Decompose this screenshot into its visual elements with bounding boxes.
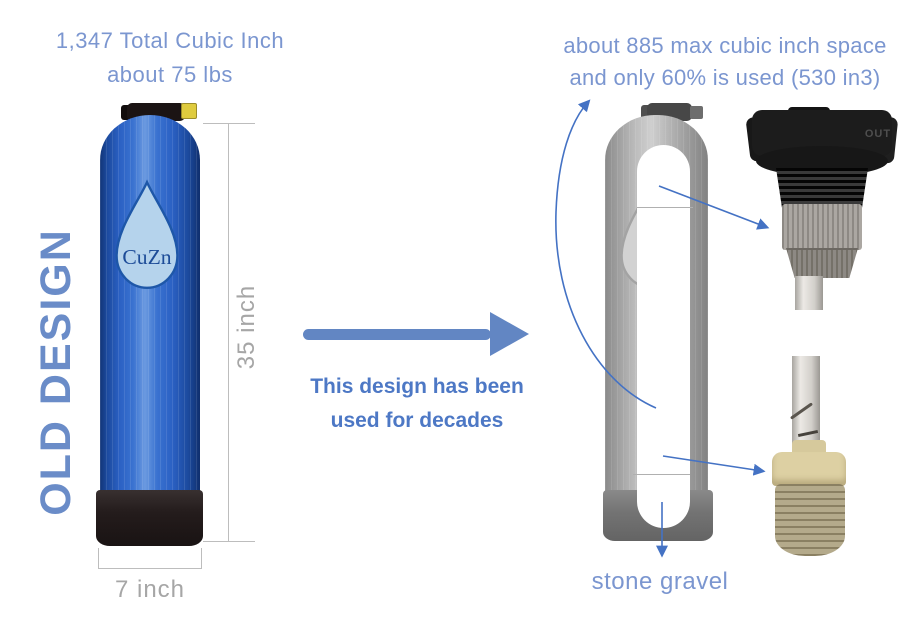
- capacity-stats: 1,347 Total Cubic Inch about 75 lbs: [50, 24, 290, 92]
- height-dimension-tick-top: [203, 123, 255, 124]
- height-dimension-line: [228, 123, 229, 541]
- lower-basket-collar: [772, 452, 846, 486]
- blue-tank-body: [100, 115, 200, 495]
- width-dimension-line: [98, 568, 202, 569]
- width-dimension-tick-right: [201, 548, 202, 569]
- heading-line1: about 885 max cubic inch space: [563, 33, 887, 58]
- stats-line2: about 75 lbs: [107, 62, 233, 87]
- cuzn-logo-text: CuZn: [122, 245, 171, 269]
- tank-interior-cutout: [637, 145, 690, 528]
- blue-tank-base: [96, 490, 203, 546]
- stone-gravel-label: stone gravel: [591, 568, 729, 595]
- caption-line2: used for decades: [330, 409, 504, 432]
- width-dimension-label: 7 inch: [114, 576, 186, 603]
- height-dimension-tick-bottom: [203, 541, 255, 542]
- tank-valve-knob-icon: [121, 105, 131, 120]
- valve-out-label: OUT: [864, 128, 892, 140]
- upper-basket-taper: [786, 248, 858, 278]
- stats-line1: 1,347 Total Cubic Inch: [55, 28, 285, 53]
- width-dimension-tick-left: [98, 548, 99, 569]
- height-dimension-label: 35 inch: [233, 284, 260, 370]
- transition-arrow-icon: [303, 329, 491, 340]
- riser-tube-upper: [795, 276, 823, 310]
- gray-tank-valve-cap-icon: [690, 106, 703, 119]
- lower-distributor-basket: [775, 484, 845, 556]
- old-design-label: OLD DESIGN: [32, 228, 80, 516]
- cutaway-heading: about 885 max cubic inch space and only …: [545, 30, 902, 94]
- heading-line2: and only 60% is used (530 in3): [569, 65, 881, 90]
- cutout-section-line-bottom: [633, 474, 690, 475]
- cuzn-droplet-logo: CuZn: [115, 179, 179, 289]
- cutout-section-line-top: [637, 207, 693, 208]
- tank-fiberglass-texture: [100, 115, 200, 495]
- upper-distributor-basket: [782, 204, 862, 250]
- caption-line1: This design has been: [310, 375, 524, 398]
- tank-valve-yellow-cap-icon: [181, 103, 197, 119]
- transition-caption: This design has been used for decades: [297, 370, 537, 438]
- valve-threads-icon: [776, 168, 868, 208]
- transition-arrow-head-icon: [490, 312, 529, 356]
